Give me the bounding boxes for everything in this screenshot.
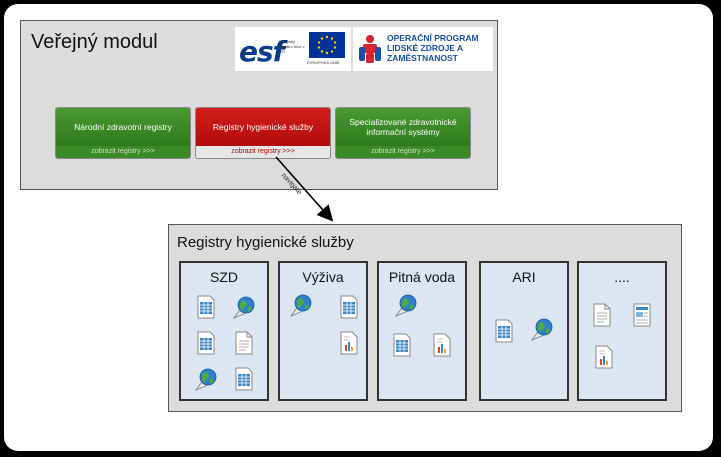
card-ari[interactable]: ARI — [479, 261, 569, 401]
hygiene-registries-button[interactable]: Registry hygienické služby zobrazit regi… — [195, 107, 331, 159]
table-icon — [233, 367, 255, 391]
card-szd[interactable]: SZD — [179, 261, 269, 401]
national-registries-button[interactable]: Národní zdravotní registry zobrazit regi… — [55, 107, 191, 159]
globe-icon — [232, 295, 255, 319]
globe-icon — [289, 293, 312, 317]
specialized-systems-button[interactable]: Specializované zdravotnické informační s… — [335, 107, 471, 159]
document-icon — [591, 303, 613, 327]
module-title: Veřejný modul — [31, 31, 158, 53]
eu-flag-icon — [309, 32, 345, 58]
document-icon — [233, 331, 255, 355]
card-pitna-voda[interactable]: Pitná voda — [377, 261, 467, 401]
people-icon — [357, 33, 383, 65]
table-icon — [338, 295, 360, 319]
public-module-panel: Veřejný modul esf evropský sociální fond… — [20, 20, 498, 190]
registry-title: Registry hygienické služby — [177, 234, 354, 251]
chart-document-icon — [338, 331, 360, 355]
hygiene-registries-panel: Registry hygienické služby SZD Výživa Pi… — [168, 224, 682, 412]
card-vyziva[interactable]: Výživa — [278, 261, 368, 401]
table-icon — [195, 331, 217, 355]
globe-icon — [394, 293, 417, 317]
table-icon — [493, 319, 515, 343]
esf-logo: esf evropský sociální fond v ČR EVROPSKÁ… — [235, 27, 351, 71]
globe-icon — [194, 367, 217, 391]
globe-icon — [530, 317, 553, 341]
table-icon — [195, 295, 217, 319]
card-more[interactable]: .... — [577, 261, 667, 401]
chart-document-icon — [593, 345, 615, 369]
table-icon — [391, 333, 413, 357]
form-document-icon — [631, 303, 653, 327]
op-logo: OPERAČNÍ PROGRAM LIDSKÉ ZDROJE A ZAMĚSTN… — [353, 27, 493, 71]
chart-document-icon — [431, 333, 453, 357]
